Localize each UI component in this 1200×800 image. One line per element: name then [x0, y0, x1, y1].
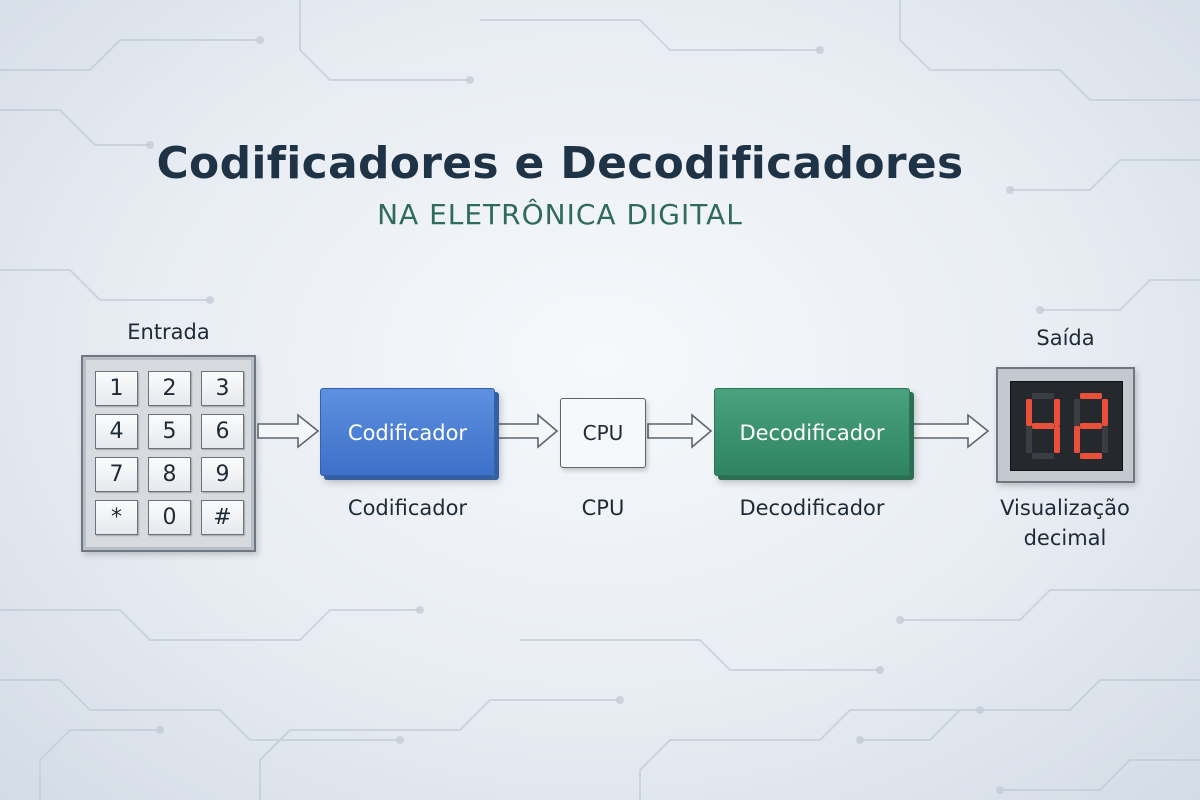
keypad-key: 1 — [95, 371, 138, 406]
arrow-cpu-to-decoder — [647, 413, 713, 449]
keypad-key: 6 — [201, 414, 244, 449]
segment-e — [1026, 426, 1032, 453]
keypad-key: 3 — [201, 371, 244, 406]
input-label: Entrada — [127, 320, 210, 344]
cpu-caption: CPU — [581, 496, 625, 520]
output-label: Saída — [1036, 326, 1095, 350]
keypad-key: 0 — [148, 500, 191, 535]
output-caption-line2: decimal — [1023, 526, 1107, 550]
arrow-encoder-to-cpu — [497, 413, 559, 449]
seven-segment-digits — [1026, 393, 1108, 459]
segment-b — [1102, 399, 1108, 426]
segment-g — [1032, 423, 1054, 429]
encoder-block: Codificador — [320, 388, 495, 476]
keypad-key: * — [95, 500, 138, 535]
keypad: 1 2 3 4 5 6 7 8 9 * 0 # — [81, 355, 256, 552]
segment-a — [1080, 393, 1102, 399]
encoder-caption: Codificador — [347, 496, 468, 520]
segment-d — [1032, 453, 1054, 459]
segment-f — [1074, 399, 1080, 426]
keypad-key: 4 — [95, 414, 138, 449]
display-screen: 42 — [1010, 381, 1123, 471]
segment-e — [1074, 426, 1080, 453]
segment-c — [1102, 426, 1108, 453]
segment-b — [1054, 399, 1060, 426]
segment-f — [1026, 399, 1032, 426]
segment-d — [1080, 453, 1102, 459]
keypad-key: 5 — [148, 414, 191, 449]
keypad-key: 2 — [148, 371, 191, 406]
segment-a — [1032, 393, 1054, 399]
cpu-block: CPU — [560, 398, 646, 468]
seven-segment-display: 42 — [996, 367, 1135, 483]
diagram-title: Codificadores e Decodificadores — [156, 138, 964, 189]
keypad-key: # — [201, 500, 244, 535]
output-caption-line1: Visualização — [1000, 496, 1130, 520]
decoder-caption: Decodificador — [739, 496, 885, 520]
keypad-key: 7 — [95, 457, 138, 492]
keypad-key: 9 — [201, 457, 244, 492]
segment-c — [1054, 426, 1060, 453]
arrow-decoder-to-display — [912, 413, 990, 449]
arrow-keypad-to-encoder — [257, 413, 320, 449]
keypad-key: 8 — [148, 457, 191, 492]
decoder-block: Decodificador — [714, 388, 910, 476]
diagram-subtitle: NA ELETRÔNICA DIGITAL — [377, 198, 743, 231]
segment-g — [1080, 423, 1102, 429]
